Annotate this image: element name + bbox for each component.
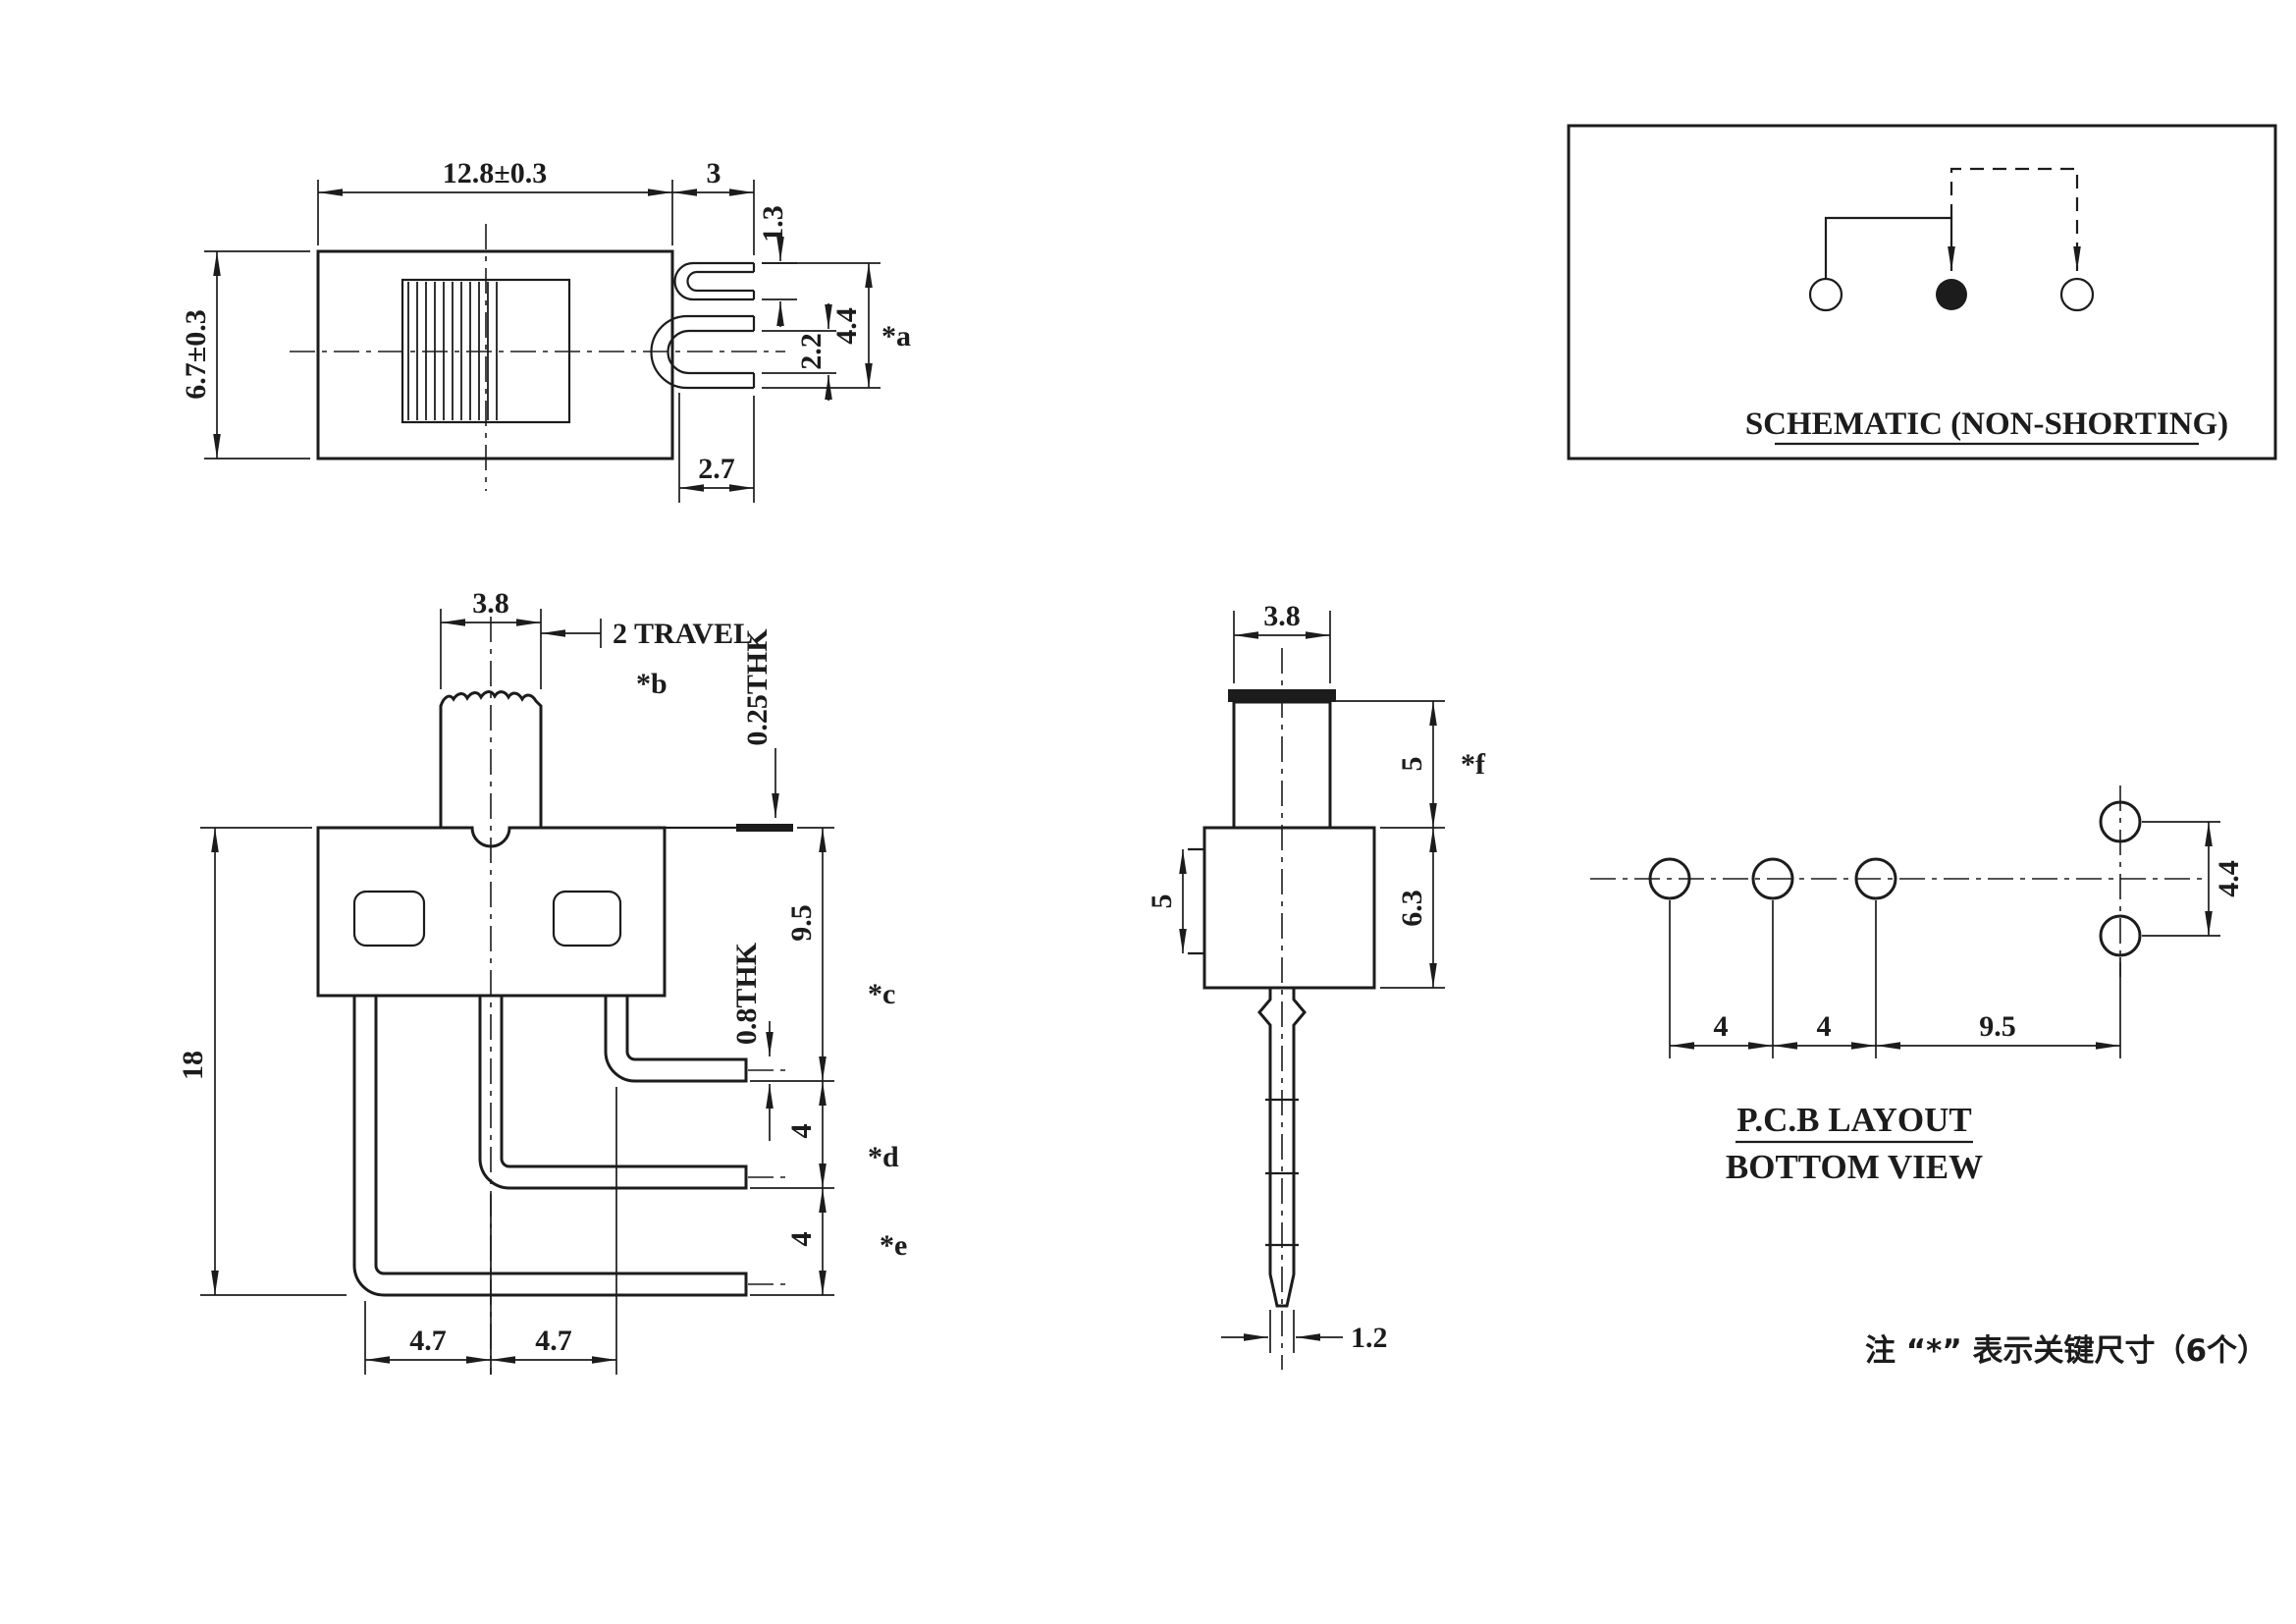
dim-top-width: 12.8±0.3	[317, 157, 673, 245]
dim-travel: 2 TRAVEL *b	[541, 618, 753, 700]
dim-knob-height: 5 *f	[1336, 700, 1486, 829]
schematic-terminal-3	[2059, 277, 2095, 312]
dim-slot: 2.2	[762, 303, 836, 401]
key-a-label: *a	[881, 320, 911, 352]
front-pin-1	[604, 996, 748, 1083]
top-view-body	[316, 249, 674, 460]
dim-terminal-length: 3	[672, 157, 755, 255]
side-view: 3.8 5 5 *f 6.3 1.2	[1146, 600, 1486, 1370]
dim-knob-width-side: 3.8	[1233, 600, 1331, 683]
dim-cover-thickness: 0.25THK	[741, 628, 779, 818]
dim-fork-label: 2.7	[698, 453, 735, 485]
key-d-label: *d	[868, 1141, 899, 1173]
pcb-pad-2	[1751, 857, 1794, 900]
dim-slot-label: 2.2	[795, 333, 828, 370]
pcb-title: P.C.B LAYOUT	[1736, 1101, 1972, 1139]
dim-knob-width-side-label: 3.8	[1263, 600, 1301, 632]
front-view: 3.8 2 TRAVEL *b 0.25THK 9.5 *c 0.8THK	[177, 587, 907, 1375]
dim-body-height-label: 6.7±0.3	[180, 309, 212, 399]
dim-knob-width-label: 3.8	[472, 587, 509, 620]
pcb-subtitle: BOTTOM VIEW	[1726, 1148, 1983, 1186]
dim-fork: 2.7	[678, 393, 755, 503]
dim-step: 1.3	[757, 205, 797, 327]
front-hole-right	[552, 890, 622, 947]
dim-hole-pitch1-label: 4	[1714, 1010, 1729, 1043]
front-hole-left	[352, 890, 426, 947]
schematic-view: SCHEMATIC (NON-SHORTING)	[1567, 124, 2277, 460]
key-e-label: *e	[880, 1229, 907, 1262]
dim-hole-pitches: 4 4 9.5	[1669, 900, 2121, 1058]
key-c-label: *c	[868, 978, 895, 1010]
dim-flange: 5	[1146, 849, 1187, 953]
front-pin-2	[478, 996, 748, 1190]
pcb-pad-1	[1648, 857, 1691, 900]
dim-total-height: 18	[177, 827, 347, 1296]
side-knob	[1232, 700, 1332, 830]
dim-body-height-side: 6.3	[1380, 828, 1445, 989]
dim-total-height-label: 18	[177, 1051, 209, 1080]
terminal-fork-middle	[650, 314, 756, 390]
schematic-terminal-1	[1808, 277, 1843, 312]
schematic-path-alt	[1949, 167, 2081, 271]
terminal-fork-upper	[673, 261, 756, 301]
pcb-pad-5	[2099, 914, 2142, 957]
dim-hole-span-label: 9.5	[1979, 1010, 2016, 1043]
dim-body-width-label: 12.8±0.3	[443, 157, 547, 189]
side-body	[1202, 826, 1376, 990]
dim-upper-height: 9.5 *c	[750, 827, 895, 1082]
note-text: 注 “*” 表示关键尺寸（6个）	[1865, 1333, 2268, 1369]
dim-pin-gap-2: 4 *e	[750, 1188, 907, 1296]
dim-pin-gap2-label: 4	[785, 1232, 818, 1247]
dim-upper-height-label: 9.5	[785, 904, 818, 942]
dim-step-label: 1.3	[757, 205, 789, 243]
dim-pin-pitch1-label: 4.7	[409, 1325, 447, 1357]
dim-pin-gap-1: 4 *d	[750, 1081, 899, 1189]
dim-knob-height-label: 5	[1396, 757, 1428, 772]
pcb-layout-view: 4 4 9.5 4.4 P.C.B LAYOUT BOTTOM VIEW	[1590, 785, 2245, 1186]
schematic-terminal-2-common	[1936, 279, 1967, 310]
dim-body-height: 6.7±0.3	[180, 250, 310, 460]
travel-label: 2 TRAVEL	[613, 618, 753, 650]
front-pin-3	[352, 996, 748, 1297]
schematic-frame	[1567, 124, 2277, 460]
side-pin	[1257, 988, 1307, 1308]
dim-pin-width-label: 1.2	[1351, 1322, 1388, 1354]
dim-pin-gap1-label: 4	[785, 1124, 818, 1139]
key-b-label: *b	[636, 668, 667, 700]
pcb-pad-3	[1854, 857, 1897, 900]
dim-terminal-span-label: 4.4	[830, 307, 863, 345]
front-knob	[439, 690, 543, 828]
dim-terminal-length-label: 3	[707, 157, 721, 189]
key-f-label: *f	[1461, 748, 1486, 781]
dim-hole-row-label: 4.4	[2213, 860, 2245, 897]
schematic-path-solid	[1824, 216, 1955, 279]
dim-pin-pitch2-label: 4.7	[535, 1325, 572, 1357]
dim-hole-row: 4.4	[2142, 821, 2245, 937]
schematic-title: SCHEMATIC (NON-SHORTING)	[1745, 406, 2228, 442]
top-view: 12.8±0.3 3 1.3 2.2 4.4 *a	[180, 157, 911, 503]
dim-body-height-side-label: 6.3	[1396, 890, 1428, 927]
dim-hole-pitch2-label: 4	[1817, 1010, 1832, 1043]
front-body	[316, 826, 667, 998]
cover-thickness-label: 0.25THK	[741, 628, 774, 746]
dim-terminal-span: 4.4 *a	[762, 262, 911, 389]
pcb-pad-4	[2099, 800, 2142, 843]
dim-flange-label: 5	[1146, 894, 1178, 909]
dim-pin-pitch: 4.7 4.7	[364, 1087, 617, 1375]
dim-knob-width: 3.8	[440, 587, 542, 689]
dim-pin-thickness: 0.8THK	[730, 942, 774, 1141]
pin-thickness-label: 0.8THK	[730, 942, 763, 1045]
dim-pin-width: 1.2	[1221, 1310, 1388, 1354]
